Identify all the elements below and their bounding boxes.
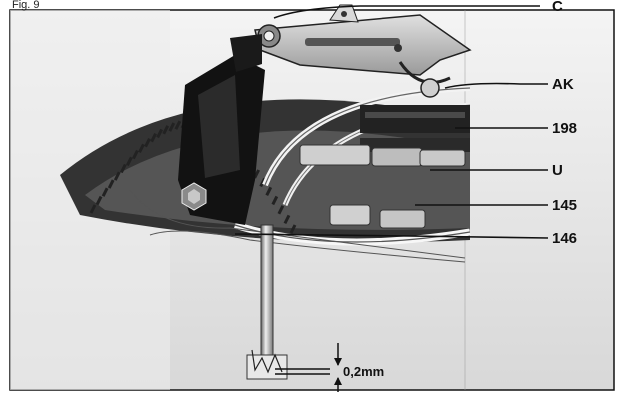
- black-bracket: [178, 34, 265, 225]
- gear-tooth: [253, 169, 260, 179]
- gear-tooth: [126, 156, 133, 166]
- figure-title: Fig. 9: [12, 0, 40, 11]
- gear-tooth: [138, 143, 145, 153]
- dimension-marker: 0,2mm: [334, 343, 384, 392]
- gear-tooth: [277, 205, 285, 215]
- gear-tooth: [265, 186, 273, 196]
- callout-label-198: 198: [552, 120, 577, 137]
- callout-label-u: U: [552, 162, 563, 179]
- gear-tooth: [150, 133, 157, 143]
- gear-tooth: [107, 179, 115, 189]
- gear-tooth: [119, 163, 127, 174]
- lever-arm: [254, 4, 472, 98]
- callout-leaders: [234, 5, 549, 375]
- gear-tooth: [132, 149, 139, 160]
- gear-tooth: [168, 122, 176, 132]
- callout-label-145: 145: [552, 197, 577, 214]
- callout-label-c: C: [552, 0, 563, 15]
- plate-stack: [299, 105, 470, 229]
- gear-tooth: [156, 128, 164, 139]
- dimension-label: 0,2mm: [343, 364, 384, 379]
- gear-tooth: [162, 125, 170, 135]
- gear-tooth: [283, 214, 291, 225]
- gear-tooth: [95, 195, 103, 206]
- gear-tooth: [174, 120, 182, 130]
- gear-tooth: [144, 137, 151, 148]
- gear-tooth: [101, 187, 109, 197]
- callout-label-146: 146: [552, 230, 577, 247]
- callout-label-ak: AK: [552, 76, 574, 93]
- gear-tooth: [289, 224, 297, 234]
- adjust-rod: [246, 224, 288, 380]
- gear-tooth: [113, 171, 121, 181]
- gear-tooth: [89, 204, 97, 214]
- gear-tooth: [271, 195, 279, 206]
